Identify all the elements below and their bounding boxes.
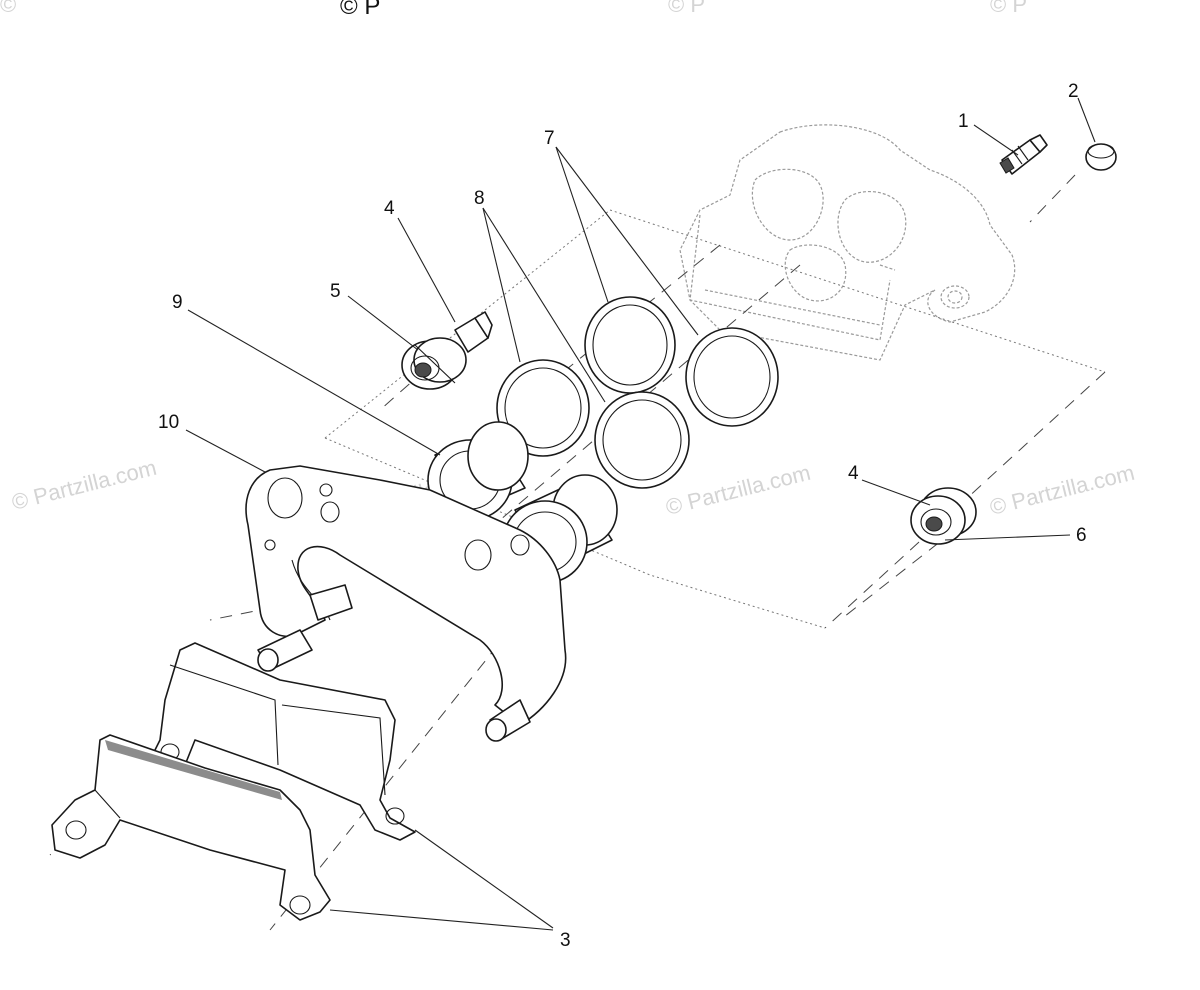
piston-lower: [502, 474, 618, 584]
seal-upper-right: [685, 327, 779, 427]
seal-lower-right: [594, 391, 690, 489]
callout-7: 7: [544, 128, 555, 149]
callout-9: 9: [172, 292, 183, 313]
callout-1: 1: [958, 111, 969, 132]
callout-10: 10: [158, 412, 179, 433]
callout-3: 3: [560, 930, 571, 951]
leader-lines: [185, 97, 1096, 931]
callout-8: 8: [474, 188, 485, 209]
callout-5: 5: [330, 281, 341, 302]
callout-6: 6: [1076, 525, 1087, 546]
watermark-top-right: © P: [990, 0, 1027, 17]
callout-4-left: 4: [384, 198, 395, 219]
watermark-right: © Partzilla.com: [987, 460, 1137, 520]
bleeder-screw: [999, 134, 1048, 175]
watermark-top-left: ©: [0, 0, 16, 17]
watermark-left: © Partzilla.com: [9, 455, 159, 515]
bleeder-cap: [1085, 143, 1117, 171]
caliper-bracket: [245, 465, 567, 742]
seal-upper-left: [584, 296, 676, 394]
brake-pad-outer: [51, 734, 331, 921]
slide-pin-with-boot: [401, 311, 493, 390]
callout-2: 2: [1068, 81, 1079, 102]
watermark-top-center-left: © P: [340, 0, 380, 20]
callouts: 1 2 3 4 4 5 6 7 8 9 10: [158, 81, 1087, 951]
caliper-body: [679, 124, 1016, 361]
watermark-center: © Partzilla.com: [663, 460, 813, 520]
boot-right: [910, 487, 977, 545]
watermark-top-center: © P: [668, 0, 705, 17]
piston-upper: [427, 421, 529, 521]
callout-4-right: 4: [848, 463, 859, 484]
